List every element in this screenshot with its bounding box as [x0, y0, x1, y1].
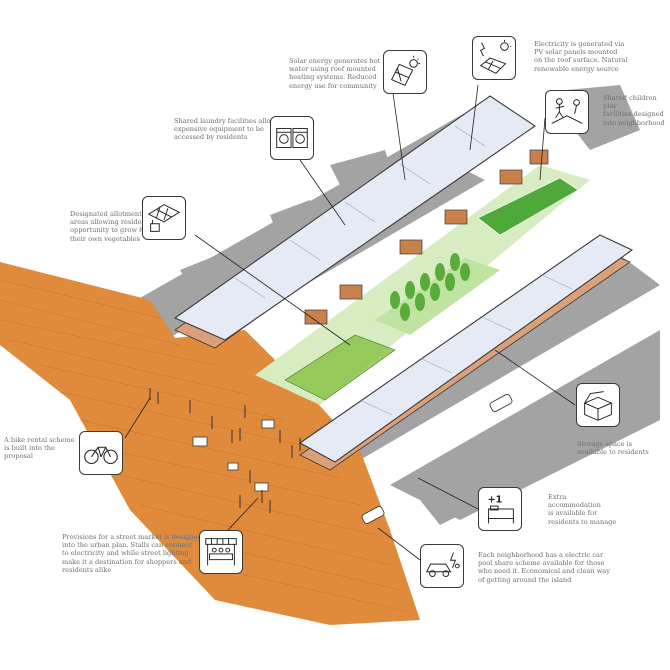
- leader-lines: [124, 84, 576, 561]
- washing-machine-icon: [270, 116, 314, 160]
- storage-box-icon: [576, 383, 620, 427]
- playground-icon: [545, 90, 589, 134]
- bicycle-icon: [79, 431, 123, 475]
- car-pool-note: Each neighborhood has a electric car poo…: [478, 551, 610, 584]
- pv-electricity-note: Electricity is generated via PV solar pa…: [534, 40, 628, 73]
- south-housing-block: [298, 234, 634, 471]
- allotment-icon: [142, 196, 186, 240]
- solar-water-note: Solar energy generates hot water using r…: [289, 57, 381, 90]
- market-stall-icon: [199, 530, 243, 574]
- accommodation-note: Extra accommodation is available for res…: [548, 493, 617, 526]
- storage-note: Storage space is available to residents: [577, 440, 649, 457]
- electric-car-icon: [420, 544, 464, 588]
- north-housing-block: [173, 95, 549, 349]
- timber-street: [0, 262, 420, 625]
- solar-water-heater-icon: [383, 50, 427, 94]
- market-note: Provisions for a street market is design…: [62, 533, 202, 574]
- laundry-note: Shared laundry facilities allow expensiv…: [174, 117, 277, 142]
- pv-solar-panel-icon: [472, 36, 516, 80]
- courtyard: [255, 165, 590, 405]
- play-note: Shared children play facilities designed…: [603, 94, 665, 127]
- extra-accommodation-badge: +1: [488, 494, 503, 505]
- extra-bed-icon: +1: [478, 487, 522, 531]
- bike-note: A bike rental scheme is built into the p…: [4, 436, 75, 461]
